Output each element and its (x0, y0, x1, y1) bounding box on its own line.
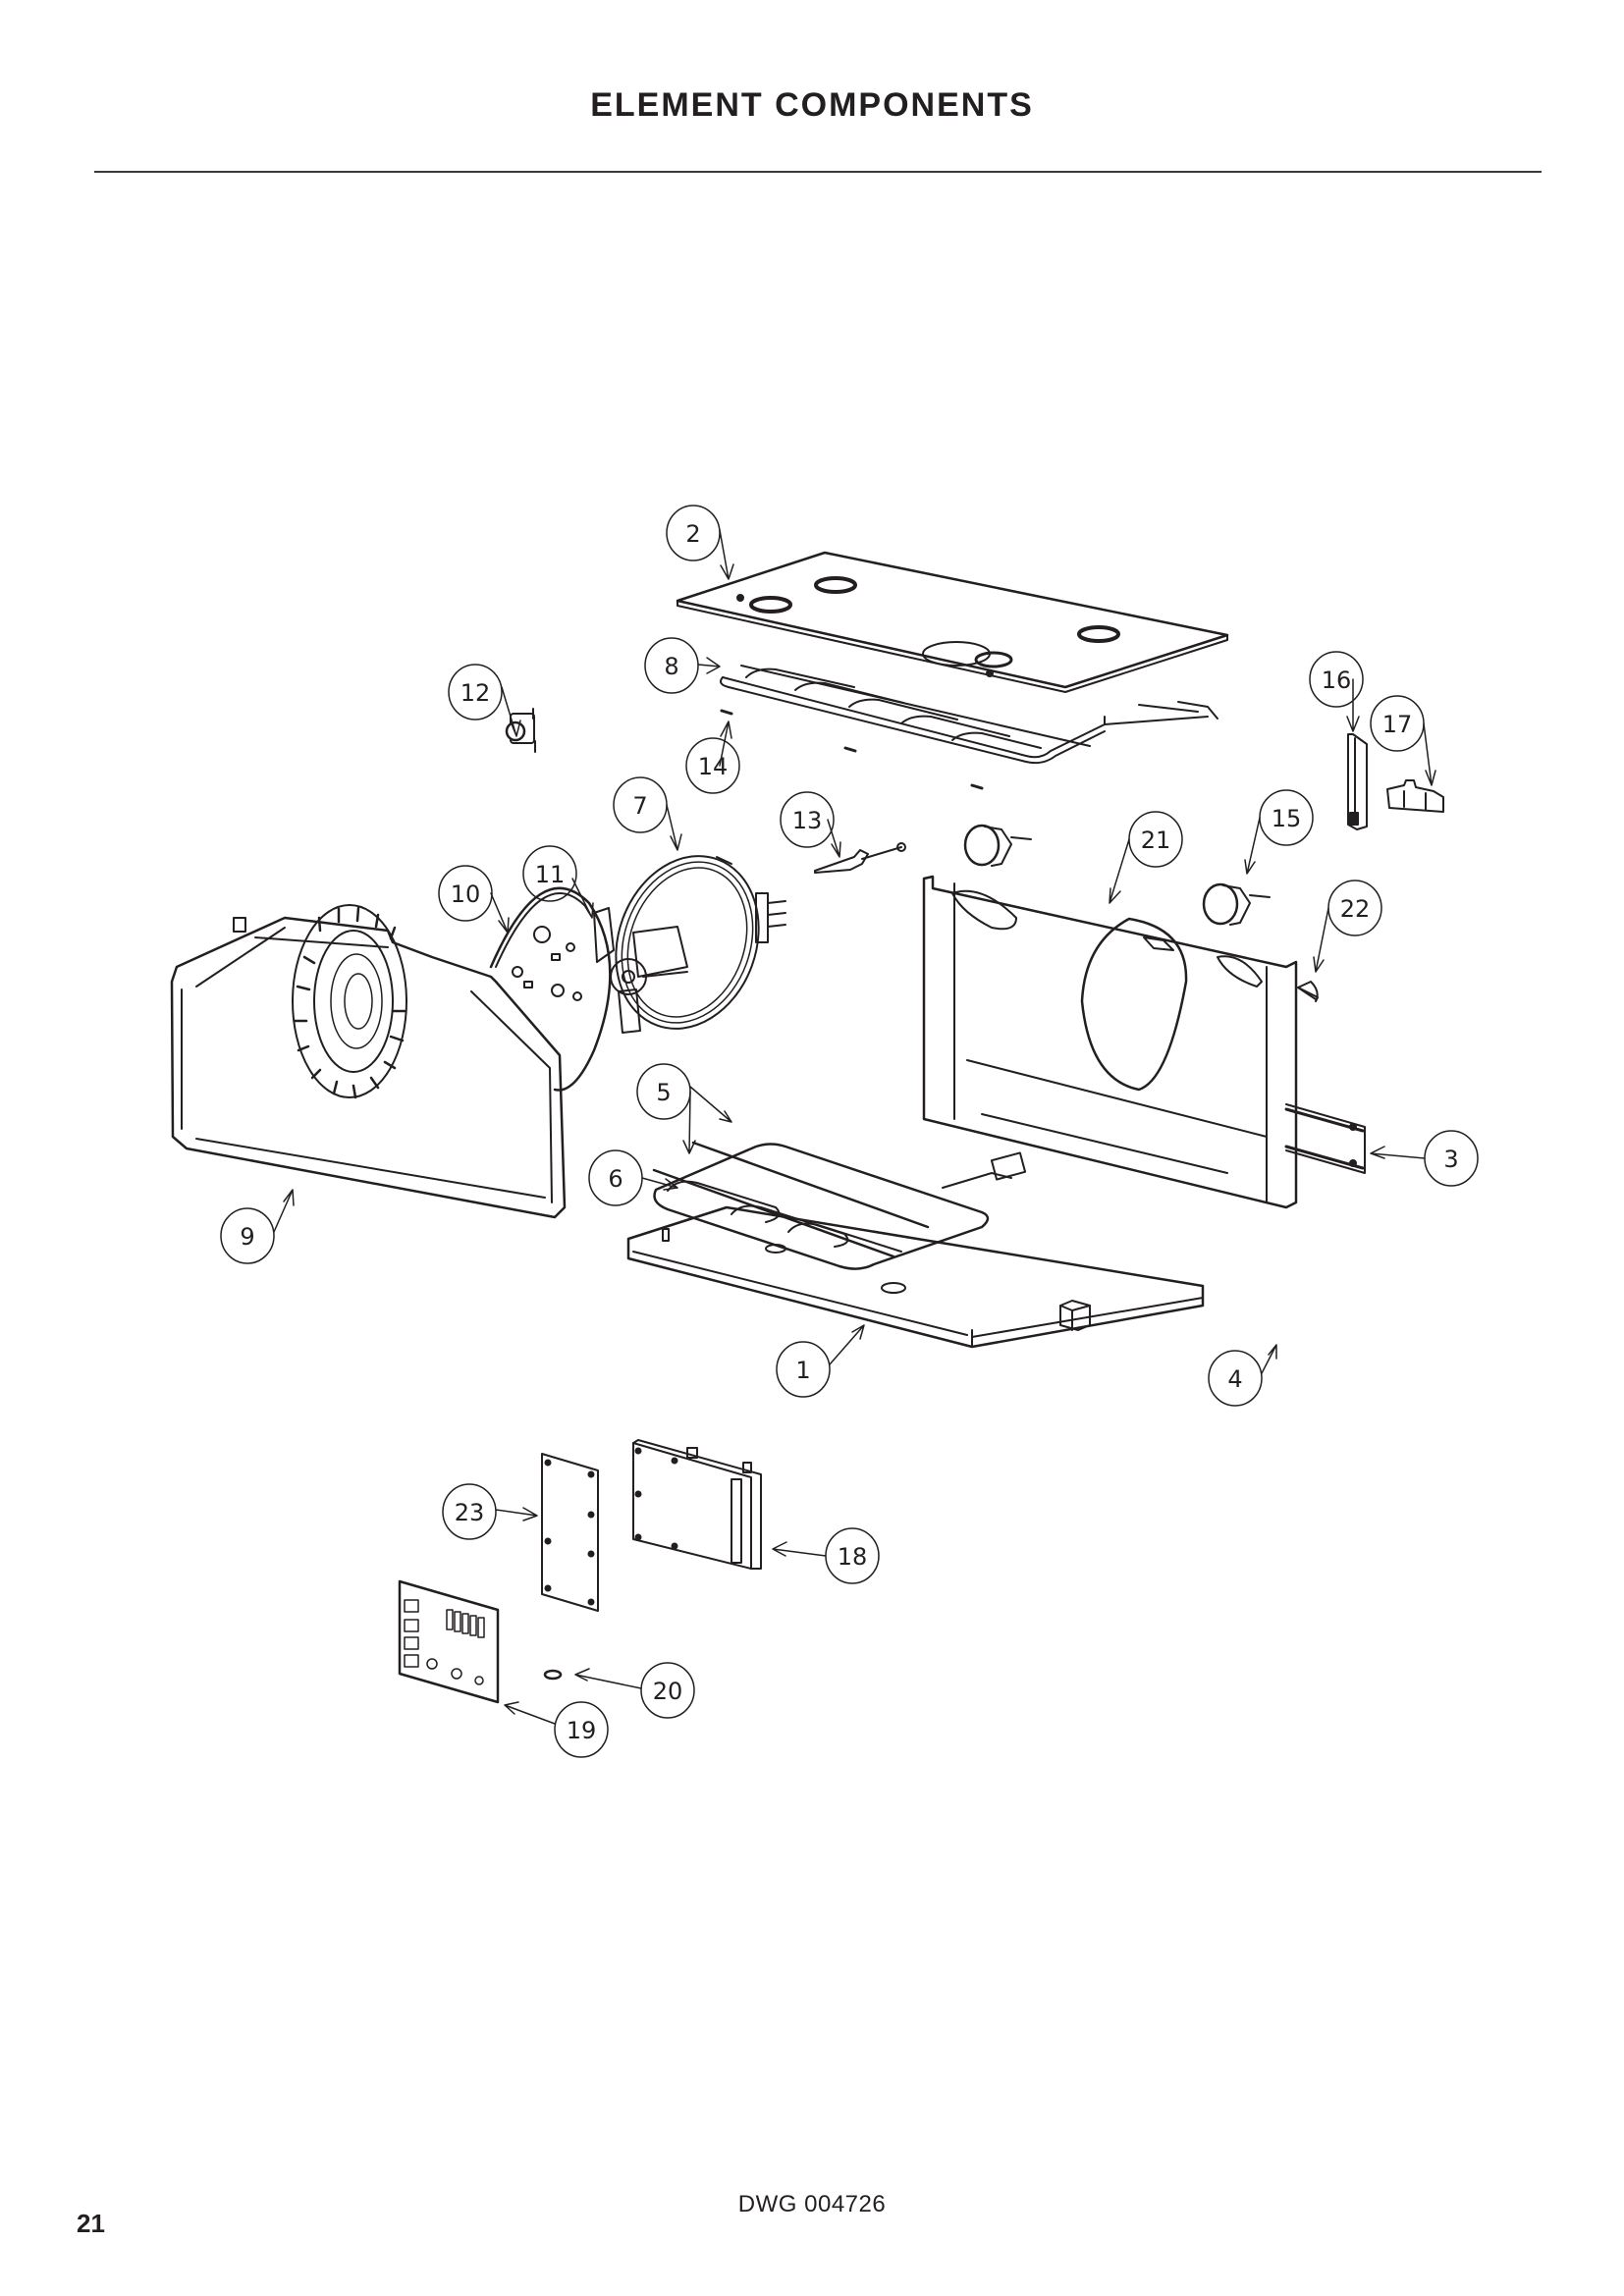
part-23-plate (541, 1453, 599, 1612)
part-22-bracket (1297, 981, 1319, 1002)
svg-text:1: 1 (795, 1357, 810, 1384)
part-18-control-box (632, 1439, 762, 1570)
callout-17: 17 (1370, 695, 1436, 786)
svg-text:7: 7 (632, 792, 647, 820)
svg-text:23: 23 (455, 1499, 485, 1526)
svg-text:3: 3 (1443, 1146, 1458, 1173)
svg-text:20: 20 (653, 1678, 683, 1705)
callout-21: 21 (1109, 811, 1183, 904)
svg-text:14: 14 (698, 753, 729, 780)
svg-text:16: 16 (1322, 667, 1352, 694)
svg-text:15: 15 (1272, 805, 1302, 832)
callout-9: 9 (220, 1189, 295, 1264)
callout-7: 7 (613, 776, 682, 851)
callout-12: 12 (448, 664, 521, 737)
svg-text:18: 18 (838, 1543, 868, 1571)
part-12-thermostat (505, 708, 536, 753)
callout-1: 1 (776, 1324, 865, 1398)
part-13-sensor (814, 842, 906, 874)
part-1-bottom-tray (626, 1205, 1205, 1349)
callout-13: 13 (780, 791, 841, 858)
callout-4: 4 (1208, 1344, 1277, 1407)
svg-text:17: 17 (1382, 711, 1413, 738)
svg-text:8: 8 (664, 653, 678, 680)
part-3-side-rail (1284, 1103, 1366, 1174)
part-6-bake-element (653, 1143, 1027, 1270)
part-2-top-panel (676, 551, 1229, 693)
part-16-terminal-strip (1347, 733, 1368, 830)
callout-23: 23 (442, 1483, 538, 1540)
svg-text:12: 12 (460, 679, 491, 707)
page-number: 21 (77, 2209, 105, 2238)
callout-6: 6 (588, 1149, 678, 1206)
callout-2: 2 (666, 505, 734, 580)
svg-text:10: 10 (451, 881, 481, 908)
callout-19: 19 (504, 1701, 609, 1758)
part-21-back-panel (922, 875, 1298, 1209)
svg-text:13: 13 (792, 807, 823, 834)
part-14-clips (720, 709, 984, 790)
svg-text:9: 9 (240, 1223, 254, 1251)
part-8-grill-element (720, 665, 1218, 765)
svg-text:21: 21 (1141, 827, 1171, 854)
svg-text:4: 4 (1227, 1365, 1242, 1393)
callout-11: 11 (522, 845, 594, 919)
callout-16: 16 (1309, 651, 1364, 732)
svg-text:6: 6 (608, 1165, 623, 1193)
callout-14: 14 (685, 721, 740, 794)
part-19-control-board (398, 1579, 500, 1704)
callout-22: 22 (1313, 880, 1382, 973)
svg-text:5: 5 (656, 1079, 671, 1106)
svg-text:19: 19 (567, 1717, 597, 1744)
callout-8: 8 (644, 637, 721, 694)
svg-text:11: 11 (535, 861, 566, 888)
title-divider (94, 171, 1542, 173)
part-15-lamp-holders (963, 824, 1271, 926)
callout-5: 5 (636, 1063, 732, 1154)
svg-text:2: 2 (685, 520, 700, 548)
svg-text:22: 22 (1340, 895, 1371, 923)
part-11-fan-motor (593, 907, 688, 1034)
part-7-circular-element (615, 855, 786, 1030)
page-title: ELEMENT COMPONENTS (590, 86, 1034, 124)
drawing-number: DWG 004726 (737, 2191, 887, 2217)
callout-10: 10 (438, 865, 510, 934)
callout-3: 3 (1370, 1130, 1479, 1187)
part-5-rods (652, 1140, 930, 1258)
callout-20: 20 (574, 1662, 695, 1719)
part-4-junction-box (1059, 1300, 1091, 1331)
part-20-grommet (543, 1669, 563, 1681)
part-9-fan-cover (170, 904, 567, 1219)
callout-15: 15 (1244, 789, 1314, 875)
callouts: 2 8 12 14 16 17 (220, 505, 1479, 1758)
callout-18: 18 (772, 1527, 880, 1584)
part-17-terminal-block (1386, 779, 1444, 813)
